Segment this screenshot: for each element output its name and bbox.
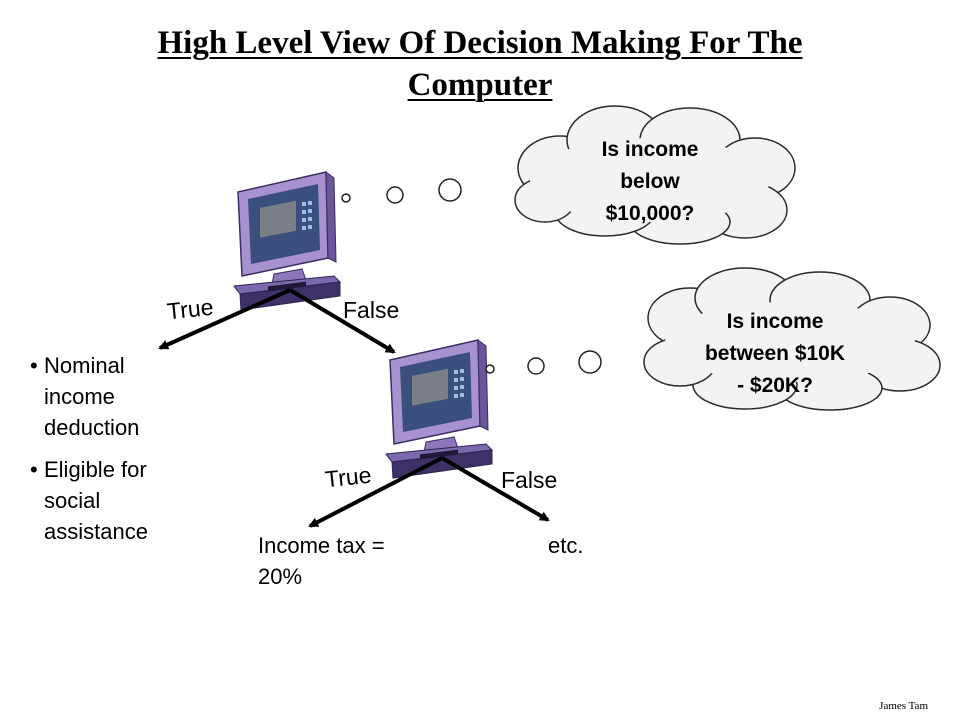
etc-outcome: etc. xyxy=(548,533,584,558)
false-arrow-top xyxy=(288,288,396,354)
list-item: Eligible for social assistance xyxy=(30,454,180,547)
false-arrow-bottom xyxy=(440,456,550,522)
label-true-bottom: True xyxy=(323,461,373,493)
thought-dot xyxy=(485,364,495,374)
label-true-top: True xyxy=(165,293,215,325)
cloud-1-line-2: below xyxy=(620,170,680,193)
cloud-1-text: Is income below $10,000? xyxy=(560,134,740,230)
label-false-top: False xyxy=(343,297,400,323)
thought-dot xyxy=(341,193,351,203)
cloud-1-line-3: $10,000? xyxy=(605,202,695,225)
cloud-2-line-1: Is income xyxy=(726,310,824,333)
cloud-2-line-2: between $10K xyxy=(704,342,846,365)
title-line-1: High Level View Of Decision Making For T… xyxy=(157,25,803,61)
thought-dot xyxy=(527,357,545,375)
thought-dot xyxy=(578,350,602,374)
thought-cloud-1-fill xyxy=(530,138,770,222)
cloud-2-line-3: - $20K? xyxy=(737,374,813,397)
true-arrow-top xyxy=(158,288,291,350)
true-arrow-bottom xyxy=(308,456,443,528)
thought-dot xyxy=(386,186,404,204)
true-outcome-list: Nominal income deduction Eligible for so… xyxy=(30,350,180,558)
list-item: Nominal income deduction xyxy=(30,350,180,443)
cloud-2-text: Is income between $10K - $20K? xyxy=(670,306,880,402)
label-false-bottom: False xyxy=(501,467,558,493)
title-line-2: Computer xyxy=(407,67,553,103)
footer-author: James Tam xyxy=(879,700,928,712)
page-title: High Level View Of Decision Making For T… xyxy=(80,22,880,106)
thought-cloud-2-fill xyxy=(665,302,915,382)
cloud-1-line-1: Is income xyxy=(601,138,699,161)
thought-dot xyxy=(438,178,462,202)
income-tax-outcome: Income tax = 20% xyxy=(258,533,385,589)
